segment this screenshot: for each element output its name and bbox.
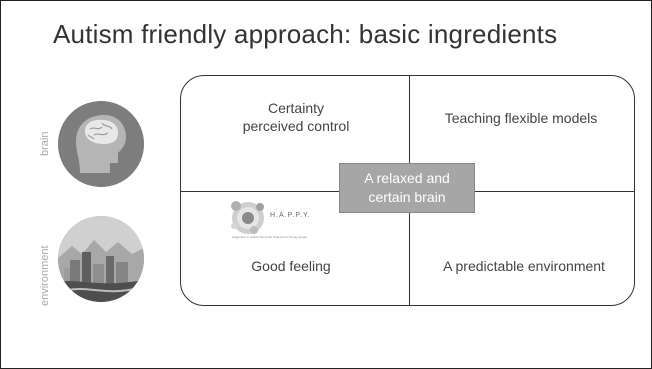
brain-head-icon	[58, 101, 144, 187]
quadrant-bottom-left: Good feeling	[251, 258, 331, 274]
slide-title: Autism friendly approach: basic ingredie…	[53, 19, 558, 49]
brain-image	[58, 101, 144, 187]
happy-logo-icon: H.A.P.P.Y. Happiness in Autism Personal …	[231, 201, 311, 239]
logo-name: H.A.P.P.Y.	[270, 212, 311, 219]
environment-image	[58, 216, 144, 302]
center-box: A relaxed and certain brain	[339, 163, 475, 213]
brain-label: brain	[39, 131, 51, 156]
quadrant-top-right: Teaching flexible models	[444, 110, 598, 126]
quadrant-bottom-right: A predictable environment	[443, 258, 605, 274]
city-icon	[58, 216, 144, 302]
quadrant-top-left: Certainty perceived control	[242, 100, 350, 134]
happy-logo: H.A.P.P.Y. Happiness in Autism Personal …	[226, 198, 341, 240]
environment-label: environment	[39, 245, 51, 306]
logo-tagline: Happiness in Autism Personal Projects fo…	[232, 235, 307, 239]
